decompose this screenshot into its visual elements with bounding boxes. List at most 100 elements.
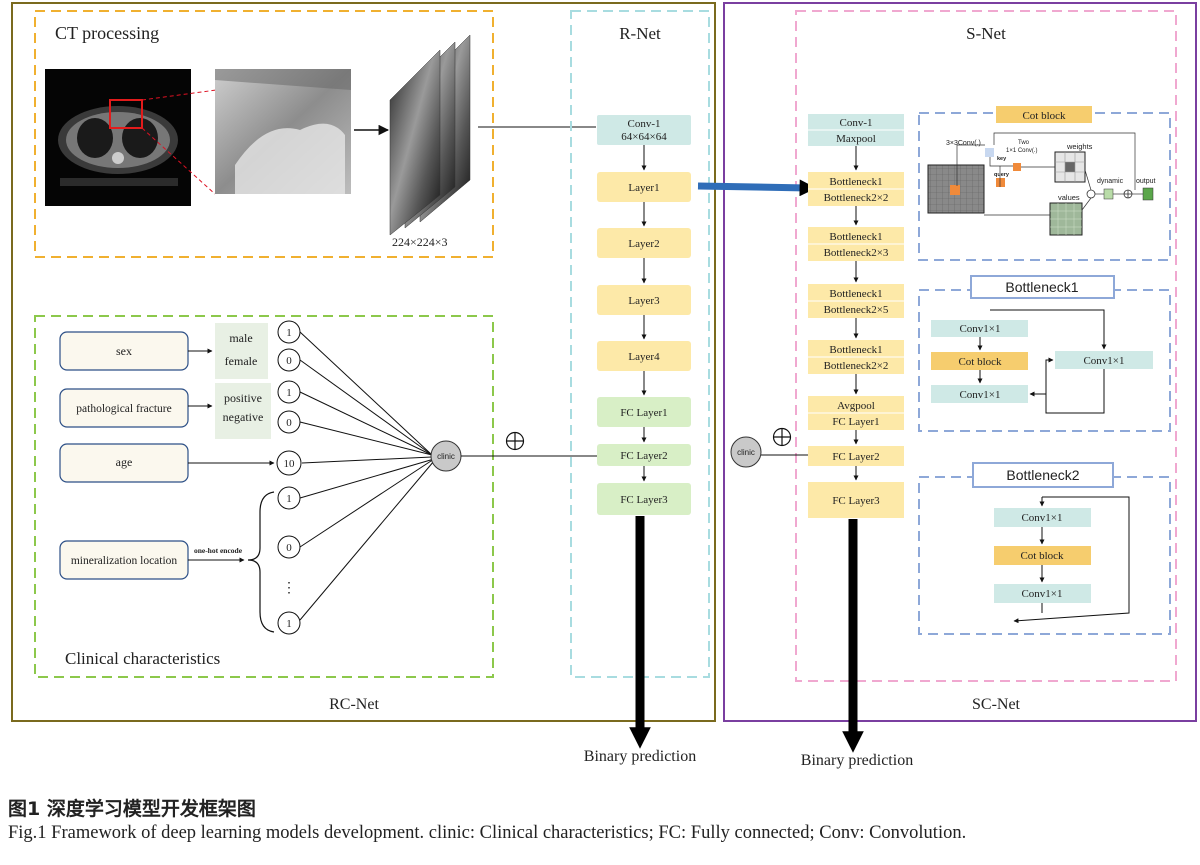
svg-text:Bottleneck2×5: Bottleneck2×5 — [824, 304, 889, 316]
clinical-box — [34, 315, 494, 678]
ct-zoomed-image — [215, 69, 351, 194]
r-net-conv1-box: Conv-1 64×64×64 — [597, 115, 691, 145]
cot-block-detail-box — [918, 112, 1171, 261]
bottleneck1-conv-a: Conv1×1 — [931, 320, 1028, 337]
cot-values-label: values — [1058, 193, 1080, 202]
bottleneck1-title-box: Bottleneck1 — [970, 275, 1115, 299]
bottleneck2-conv-a: Conv1×1 — [994, 508, 1091, 527]
r-net-title: R-Net — [619, 24, 661, 43]
svg-text:clinic: clinic — [437, 452, 455, 461]
ct-dims-label: 224×224×3 — [392, 235, 448, 249]
svg-text:Conv-1: Conv-1 — [840, 117, 873, 129]
svg-text:FC Layer1: FC Layer1 — [832, 416, 879, 428]
ct-slices-stack — [389, 34, 471, 236]
binary-prediction-left: Binary prediction — [584, 748, 696, 765]
sc-net-frame — [723, 2, 1197, 722]
cot-output-label: output — [1136, 178, 1156, 185]
cot-values-grid — [1049, 202, 1083, 236]
svg-text:Cot block: Cot block — [1022, 110, 1066, 122]
cot-weights-label: weights — [1066, 142, 1093, 151]
svg-text:Layer2: Layer2 — [628, 238, 659, 250]
cot-conv1-label: 1×1 Conv(.) — [1006, 148, 1038, 154]
age-box: age — [59, 443, 189, 483]
mineralization-box: mineralization location — [59, 540, 189, 580]
svg-text:1: 1 — [286, 493, 292, 505]
ct-processing-title: CT processing — [55, 23, 159, 43]
svg-text:Conv1×1: Conv1×1 — [959, 323, 1000, 335]
svg-text:sex: sex — [116, 344, 132, 358]
s-net-box — [795, 10, 1177, 682]
svg-text:Conv1×1: Conv1×1 — [1021, 588, 1062, 600]
zoom-line-bottom — [141, 127, 216, 195]
cot-key-label: key — [997, 156, 1007, 162]
cot-input-feature-map — [927, 164, 985, 214]
svg-text:Bottleneck1: Bottleneck1 — [1005, 279, 1078, 295]
r-net-fc2-box: FC Layer2 — [597, 444, 691, 466]
s-net-stage4-box: Bottleneck1 Bottleneck2×2 — [808, 340, 904, 374]
clinic-node-left: clinic — [430, 440, 462, 472]
bottleneck2-connectors — [1013, 496, 1130, 624]
bottleneck1-cot: Cot block — [931, 352, 1028, 370]
bottleneck2-detail-box — [918, 476, 1171, 635]
s-net-fc2-box: FC Layer2 — [808, 446, 904, 466]
bottleneck2-conv-b: Conv1×1 — [994, 584, 1091, 603]
svg-text:Bottleneck1: Bottleneck1 — [829, 231, 882, 243]
node-sex-0: 0 — [277, 348, 301, 372]
svg-text:clinic: clinic — [737, 448, 755, 457]
s-net-avgpool-box: Avgpool FC Layer1 — [808, 396, 904, 430]
bottleneck2-cot: Cot block — [994, 546, 1091, 565]
node-location-0: 0 — [277, 535, 301, 559]
svg-text:Bottleneck1: Bottleneck1 — [829, 344, 882, 356]
r-net-layer4-box: Layer4 — [597, 341, 691, 371]
svg-text:mineralization location: mineralization location — [71, 555, 178, 567]
r-net-fc3-box: FC Layer3 — [597, 483, 691, 515]
clinical-title: Clinical characteristics — [65, 649, 220, 668]
cot-connectors — [956, 132, 1143, 216]
svg-text:male: male — [229, 331, 252, 345]
cot-key-cell — [985, 148, 994, 157]
caption-chinese: 图1 深度学习模型开发框架图 — [8, 798, 256, 820]
node-fracture-0: 0 — [277, 410, 301, 434]
node-fracture-1: 1 — [277, 380, 301, 404]
concat-symbol-left — [505, 431, 525, 451]
svg-text:positive: positive — [224, 391, 262, 405]
svg-text:FC Layer3: FC Layer3 — [620, 494, 668, 506]
fracture-box: pathological fracture — [59, 388, 189, 428]
sc-net-label: SC-Net — [972, 696, 1021, 713]
bottleneck1-conv-side: Conv1×1 — [1055, 351, 1153, 369]
svg-text:Cot block: Cot block — [1020, 550, 1064, 562]
svg-text:Conv1×1: Conv1×1 — [959, 389, 1000, 401]
bottleneck1-connectors — [977, 309, 1107, 414]
s-net-conv1-box: Conv-1 Maxpool — [808, 114, 904, 146]
s-net-title: S-Net — [966, 24, 1006, 43]
r-net-layer2-box: Layer2 — [597, 228, 691, 258]
svg-text:Bottleneck2×3: Bottleneck2×3 — [824, 247, 889, 259]
svg-text:Avgpool: Avgpool — [837, 400, 875, 412]
rc-net-label: RC-Net — [329, 696, 379, 713]
ct-processing-box — [34, 10, 494, 258]
cot-dynamic-cell — [1103, 188, 1114, 200]
s-net-stage3-box: Bottleneck1 Bottleneck2×5 — [808, 284, 904, 318]
node-sex-1: 1 — [277, 320, 301, 344]
cot-conv3-label: 3×3Conv(.) — [946, 140, 981, 147]
svg-text:FC Layer2: FC Layer2 — [832, 451, 879, 463]
binary-prediction-right: Binary prediction — [801, 752, 913, 769]
svg-text:Maxpool: Maxpool — [836, 133, 876, 145]
node-location-ellipsis: ⋮ — [282, 581, 296, 596]
cot-two-label: Two — [1018, 140, 1030, 146]
r-net-layer3-box: Layer3 — [597, 285, 691, 315]
s-net-stage2-box: Bottleneck1 Bottleneck2×3 — [808, 227, 904, 261]
r-net-fc1-box: FC Layer1 — [597, 397, 691, 427]
one-hot-label: one-hot encode — [194, 546, 243, 555]
node-location-1: 1 — [277, 486, 301, 510]
svg-text:FC Layer2: FC Layer2 — [620, 450, 667, 462]
cot-concat-cell — [1013, 163, 1021, 171]
svg-text:Bottleneck1: Bottleneck1 — [829, 176, 882, 188]
svg-text:Conv1×1: Conv1×1 — [1021, 512, 1062, 524]
sex-box: sex — [59, 331, 189, 371]
s-net-fc3-box: FC Layer3 — [808, 482, 904, 518]
svg-text:1: 1 — [286, 327, 292, 339]
cot-query-label: query — [994, 172, 1010, 178]
svg-text:0: 0 — [286, 542, 292, 554]
